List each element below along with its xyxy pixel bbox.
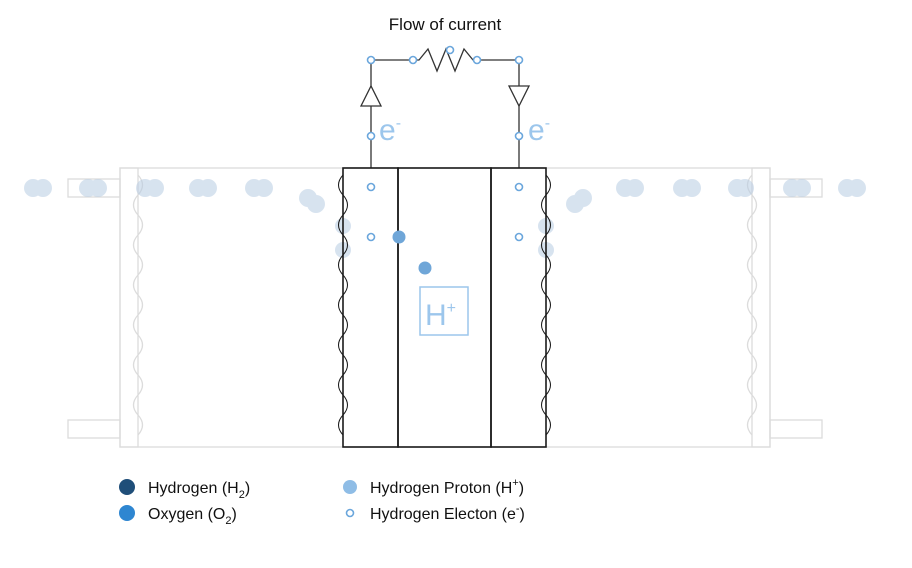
proton-label-text: H+ — [425, 299, 456, 332]
legend-label-proton: Hydrogen Proton (H+) — [370, 477, 524, 497]
left-drain-pipe — [67, 419, 121, 439]
electron-marker — [445, 45, 455, 55]
electron-marker — [472, 55, 482, 65]
gas-molecule — [736, 179, 754, 197]
gas-molecule — [683, 179, 701, 197]
electron-marker — [366, 131, 376, 141]
electron-marker — [366, 55, 376, 65]
current-arrow-up-icon — [359, 84, 383, 107]
electron-marker — [514, 232, 524, 242]
legend-item-oxygen: Oxygen (O2) — [119, 505, 237, 527]
proton-in-anode — [392, 230, 406, 244]
hydrogen-marker — [119, 479, 135, 495]
gas-molecule — [848, 179, 866, 197]
legend-item-electron: Hydrogen Electon (e-) — [345, 503, 525, 523]
anode-wavy-edge — [338, 174, 348, 436]
electron-marker — [366, 182, 376, 192]
right-drain-pipe — [769, 419, 823, 439]
oxygen-marker — [119, 505, 135, 521]
proton-in-membrane — [418, 261, 432, 275]
electron-marker — [514, 55, 524, 65]
left-plate-wavy-edge — [132, 174, 144, 436]
legend: Hydrogen (H2) Oxygen (O2) Hydrogen Proto… — [119, 477, 525, 527]
external-circuit — [370, 47, 520, 168]
legend-label-electron: Hydrogen Electon (e-) — [370, 503, 525, 523]
electron-label-right: e- — [528, 114, 550, 147]
gas-stream — [24, 179, 866, 258]
current-arrow-down-icon — [507, 85, 531, 108]
right-plate-wavy-edge — [746, 174, 758, 436]
gas-molecule — [34, 179, 52, 197]
cathode-wavy-edge — [541, 174, 551, 436]
proton-label: H+ — [419, 286, 469, 336]
gas-molecule — [626, 179, 644, 197]
right-end-plate — [751, 167, 771, 448]
gas-molecule — [255, 179, 273, 197]
electron-marker — [514, 131, 524, 141]
circuit-wire — [370, 47, 520, 168]
right-outlet-pipe — [769, 178, 823, 198]
diagram-title: Flow of current — [389, 15, 502, 34]
gas-molecule — [574, 189, 592, 207]
left-inlet-pipe — [67, 178, 121, 198]
cathode — [490, 167, 547, 448]
legend-label-hydrogen: Hydrogen (H2) — [148, 480, 250, 501]
gas-molecule — [199, 179, 217, 197]
electron-marker — [408, 55, 418, 65]
electron-marker — [514, 182, 524, 192]
legend-item-proton: Hydrogen Proton (H+) — [343, 477, 524, 497]
proton-marker — [343, 480, 357, 494]
gas-molecule — [793, 179, 811, 197]
anode — [342, 167, 399, 448]
electron-marker — [366, 232, 376, 242]
legend-label-oxygen: Oxygen (O2) — [148, 506, 237, 527]
electron-label-left: e- — [379, 114, 401, 147]
gas-molecule — [89, 179, 107, 197]
electron-ring-marker — [345, 508, 355, 518]
legend-item-hydrogen: Hydrogen (H2) — [119, 479, 250, 501]
fuel-cell-core — [338, 167, 551, 448]
gas-molecule — [146, 179, 164, 197]
proton-label-box — [419, 286, 469, 336]
gas-molecule — [307, 195, 325, 213]
left-end-plate — [119, 167, 139, 448]
circuit-electrons — [366, 45, 524, 242]
